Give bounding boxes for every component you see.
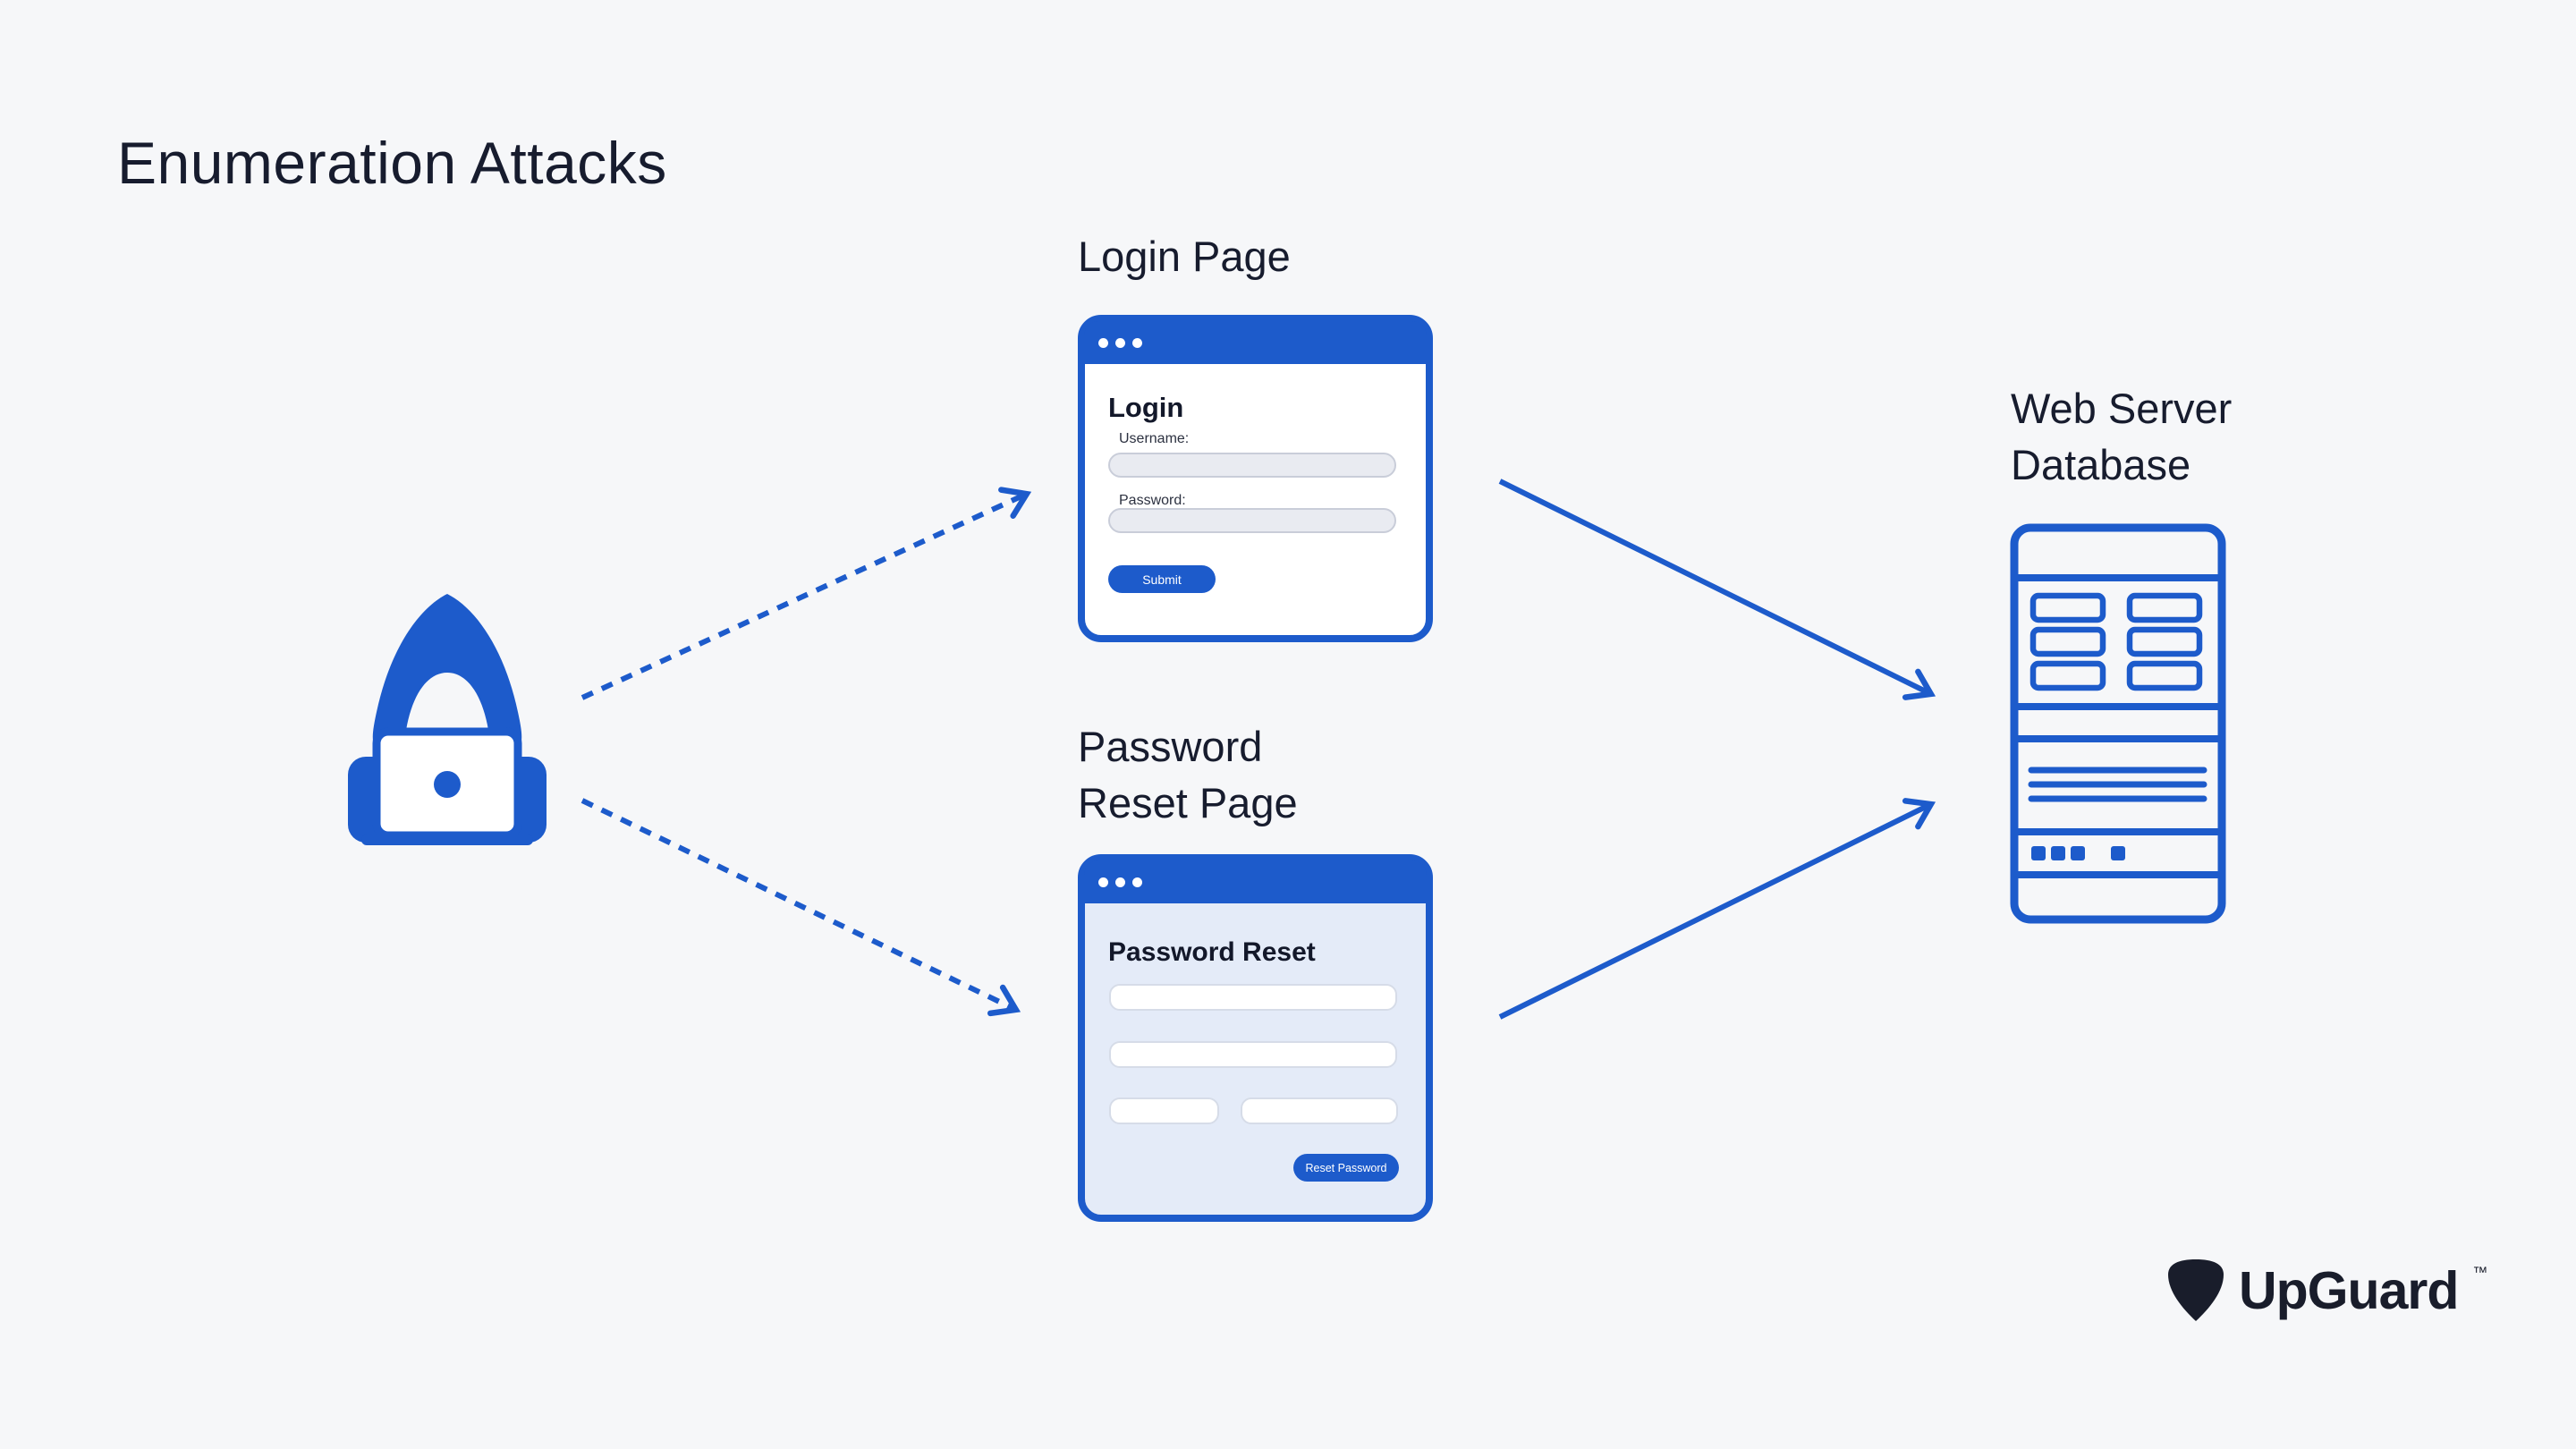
window-control-dot (1115, 877, 1125, 887)
window-control-dot (1132, 337, 1142, 348)
password-reset-heading: Password Reset (1108, 937, 1316, 967)
upguard-logo-text: UpGuard (2239, 1260, 2459, 1320)
login-page-label: Login Page (1078, 233, 1291, 280)
submit-button[interactable]: Submit (1108, 565, 1216, 593)
upguard-shield-icon (2168, 1259, 2224, 1321)
solid-arrow-login-to-server (1498, 479, 1936, 700)
reset-field-4[interactable] (1241, 1097, 1398, 1124)
password-reset-window: Password Reset Reset Password (1078, 854, 1433, 1222)
upguard-logo: UpGuard ™ (2165, 1258, 2487, 1323)
reset-field-1[interactable] (1109, 984, 1397, 1011)
server-rack-icon (2010, 523, 2226, 924)
window-control-dot (1098, 877, 1108, 887)
hooded-hacker-with-laptop-icon (348, 594, 547, 845)
login-window: Login Username: Password: Submit (1078, 315, 1433, 642)
username-label: Username: (1119, 431, 1190, 446)
password-reset-page-label: Password Reset Page (1078, 723, 1298, 826)
reset-window-titlebar (1084, 860, 1427, 903)
reset-field-2[interactable] (1109, 1041, 1397, 1068)
solid-arrow-reset-to-server (1498, 798, 1936, 1020)
web-server-database-label: Web Server Database (2011, 385, 2233, 488)
login-window-titlebar (1084, 321, 1427, 364)
window-control-dot (1115, 337, 1125, 348)
password-label: Password: (1119, 493, 1186, 508)
dotted-arrow-hacker-to-reset (580, 798, 1021, 1017)
reset-password-button[interactable]: Reset Password (1293, 1154, 1399, 1182)
trademark-symbol: ™ (2472, 1263, 2488, 1281)
password-input[interactable] (1108, 508, 1396, 533)
window-control-dot (1132, 877, 1142, 887)
page-title: Enumeration Attacks (117, 130, 667, 196)
window-control-dot (1098, 337, 1108, 348)
dotted-arrow-hacker-to-login (580, 487, 1032, 700)
login-heading: Login (1108, 392, 1184, 423)
reset-field-3[interactable] (1109, 1097, 1219, 1124)
username-input[interactable] (1108, 453, 1396, 478)
